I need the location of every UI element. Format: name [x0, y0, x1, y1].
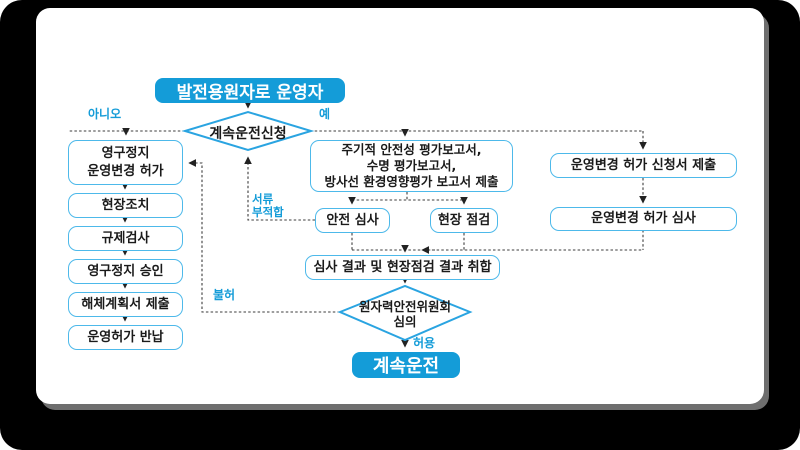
change-permit-review-box: 운영변경 허가 심사	[550, 207, 737, 231]
safety-review-box: 안전 심사	[315, 208, 390, 233]
continue-operation-box: 계속운전	[352, 352, 460, 378]
label-yes: 예	[319, 107, 331, 121]
decision-apply-label: 계속운전신청	[209, 126, 287, 142]
label-allow: 허용	[413, 336, 436, 350]
connector-doc-reject-return	[244, 156, 315, 221]
label-deny: 불허	[213, 288, 236, 302]
decision-committee-diamond	[337, 284, 473, 342]
label-doc-reject: 서류 부적합	[252, 192, 284, 219]
step-shutdown-approval: 영구정지 승인	[68, 259, 183, 284]
decision-committee-label: 원자력안전위원회 심의	[358, 299, 451, 329]
step-regulatory-inspection: 규제검사	[68, 226, 183, 251]
connector-deny-return	[188, 159, 340, 313]
results-box: 심사 결과 및 현장점검 결과 취합	[305, 255, 500, 280]
reports-box: 주기적 안전성 평가보고서, 수명 평가보고서, 방사선 환경영향평가 보고서 …	[310, 140, 513, 192]
step-license-return: 운영허가 반납	[68, 325, 183, 350]
flowchart-panel: 발전용원자로 운영자 계속운전신청 아니오 예 서류 부적합 불허 허용 영구정…	[36, 8, 764, 404]
title-box: 발전용원자로 운영자	[155, 78, 345, 103]
step-permanent-shutdown-permit: 영구정지 운영변경 허가	[68, 140, 183, 185]
site-inspection-box: 현장 점검	[430, 208, 498, 233]
flow-connectors	[68, 100, 647, 348]
step-decommission-plan: 해체계획서 제출	[68, 292, 183, 317]
decision-apply-diamond	[181, 110, 315, 152]
label-no: 아니오	[88, 107, 122, 121]
step-site-measures: 현장조치	[68, 193, 183, 218]
change-permit-application-box: 운영변경 허가 신청서 제출	[550, 153, 737, 178]
